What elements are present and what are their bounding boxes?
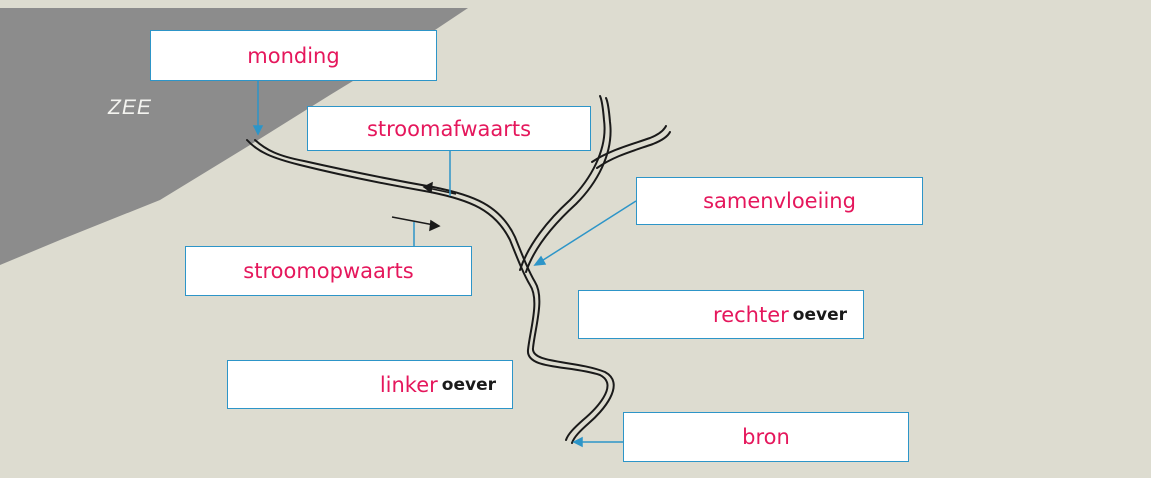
sea-label: ZEE [108, 96, 152, 119]
bron-pointer-arrowhead [572, 436, 583, 448]
river-tributary-left-bank [519, 95, 606, 271]
river-tributary-right-bank [525, 97, 612, 273]
river-main-lower-bank [254, 139, 615, 444]
label-samenvloeiing: samenvloeiing [636, 177, 923, 225]
label-samenvloeiing-text: samenvloeiing [703, 189, 856, 213]
label-rechter-text: rechter [713, 302, 789, 327]
label-monding-text: monding [247, 43, 340, 68]
samenvloeiing-pointer-arrowhead [533, 255, 547, 266]
downstream-arrow [427, 187, 457, 195]
label-linker-text: linker [379, 372, 438, 397]
river-branch-left-bank [591, 125, 667, 163]
label-stroomopwaarts-text: stroomopwaarts [243, 259, 414, 283]
label-linkeroever: linker oever [227, 360, 513, 409]
label-bron-text: bron [742, 425, 790, 449]
label-monding: monding [150, 30, 437, 81]
label-rechteroever: rechter oever [578, 290, 864, 339]
river-branch-right-bank [596, 131, 671, 169]
upstream-arrowhead [429, 219, 441, 232]
monding-pointer-arrowhead [252, 125, 264, 136]
label-stroomafwaarts-text: stroomafwaarts [366, 116, 532, 141]
label-stroomafwaarts: stroomafwaarts [307, 106, 591, 151]
samenvloeiing-pointer [539, 200, 637, 263]
label-stroomopwaarts: stroomopwaarts [185, 246, 472, 296]
river-main-upper-bank [246, 139, 609, 441]
upstream-arrow [391, 216, 435, 226]
label-linker-suffix: oever [441, 374, 496, 395]
label-bron: bron [623, 412, 909, 462]
label-rechter-suffix: oever [792, 304, 847, 325]
downstream-arrowhead [422, 181, 433, 194]
